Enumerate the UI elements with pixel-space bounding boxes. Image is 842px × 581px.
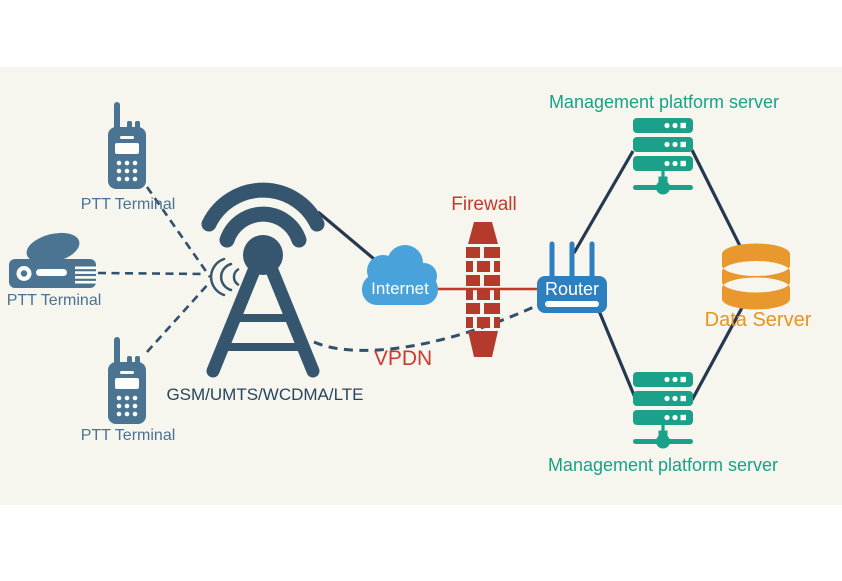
radio-waves-icon: [209, 257, 240, 297]
server-rack-icon: [633, 372, 693, 449]
database-cylinder-icon: [722, 243, 790, 310]
dashed-link-terminal-bottom: [146, 281, 211, 353]
terminal-mid-label: PTT Terminal: [6, 292, 102, 309]
vpdn-label: VPDN: [373, 347, 433, 370]
internet-label: Internet: [371, 279, 429, 298]
link-router-server-bottom: [595, 305, 638, 401]
wifi-signal-icon: [219, 206, 307, 248]
wifi-signal-icon: [201, 182, 325, 232]
router-label: Router: [544, 279, 600, 299]
connectors: [97, 149, 759, 401]
brick-wall-icon: [466, 222, 500, 357]
terminal-bottom-label: PTT Terminal: [80, 427, 176, 444]
server-bottom-label: Management platform server: [547, 455, 779, 475]
router-antennas: [549, 241, 595, 279]
vpdn-dashed-link: [313, 303, 539, 352]
link-router-server-top: [572, 150, 635, 254]
dashed-link-terminal-mid: [97, 271, 206, 276]
base-station-label: GSM/UMTS/WCDMA/LTE: [166, 385, 364, 404]
dashed-link-terminal-top: [145, 186, 212, 278]
server-rack-icon: [633, 118, 693, 195]
data-server-label: Data Server: [704, 309, 812, 331]
handheld-radio-icon: [108, 102, 146, 189]
handheld-radio-icon: [108, 337, 146, 424]
terminal-top-label: PTT Terminal: [80, 196, 176, 213]
link-tower-internet: [316, 210, 382, 266]
firewall-label: Firewall: [451, 194, 517, 215]
cell-tower-icon: [201, 182, 325, 378]
server-top-label: Management platform server: [548, 92, 780, 112]
mobile-radio-icon: [9, 232, 96, 288]
cloud-icon: [362, 245, 438, 305]
wireless-router-icon: [537, 241, 607, 313]
